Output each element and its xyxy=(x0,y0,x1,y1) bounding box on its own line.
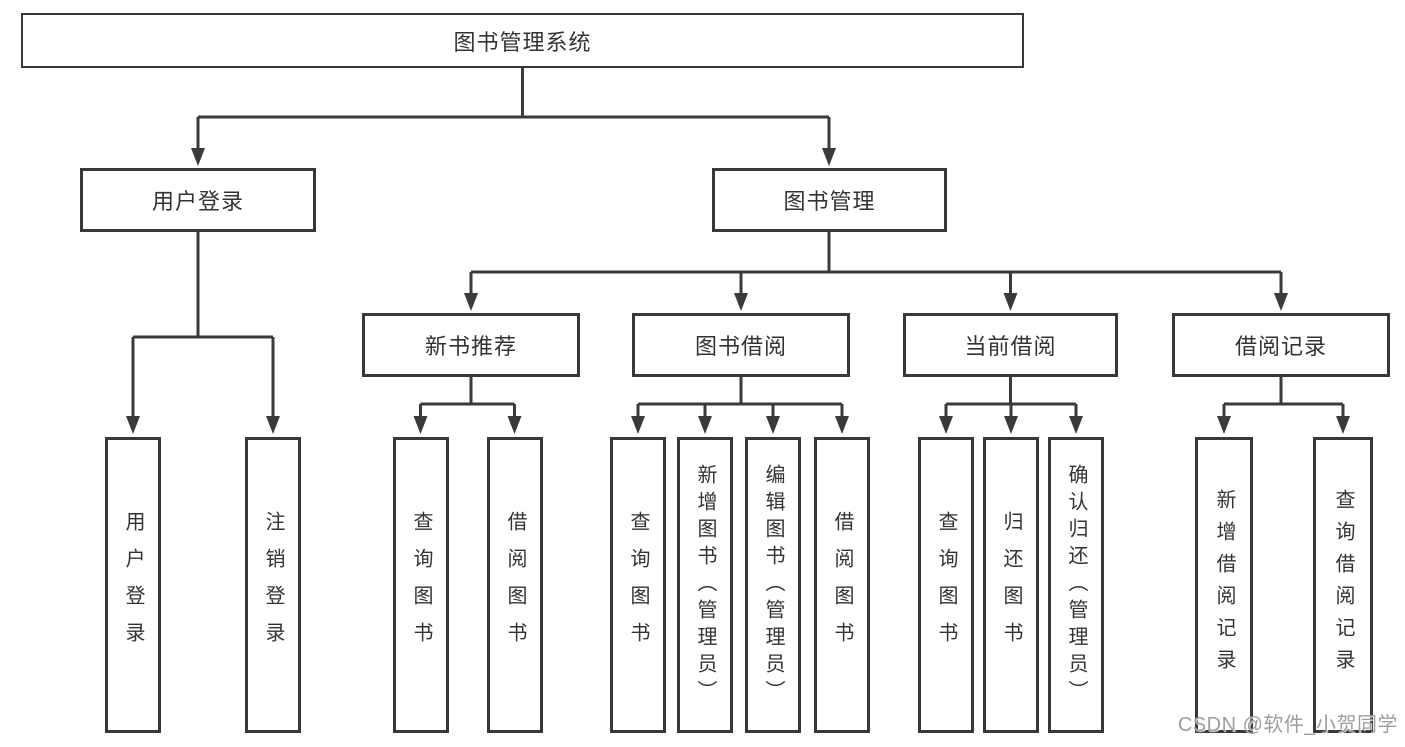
node-label: 借阅记录 xyxy=(1234,334,1327,359)
watermark: CSDN @软件_小贺同学 xyxy=(1177,714,1398,736)
connector-current-borrow-children xyxy=(944,377,1078,418)
node-label: 新增图书（管理员） xyxy=(694,463,716,707)
leaf-add-books-admin: 新增图书（管理员） xyxy=(677,437,733,733)
connector-borrow-record-children xyxy=(1222,377,1345,418)
node-label: 借阅图书 xyxy=(504,511,526,659)
node-label: 图书借阅 xyxy=(694,334,787,359)
node-label: 用户登录 xyxy=(151,189,244,214)
arrow-icon xyxy=(464,293,478,311)
node-label: 查询图书 xyxy=(627,511,649,659)
connector-root-to-level2 xyxy=(196,66,831,150)
node-label: 新增借阅记录 xyxy=(1213,489,1235,681)
leaf-edit-books-admin: 编辑图书（管理员） xyxy=(745,437,801,733)
arrow-icon xyxy=(1004,416,1018,434)
arrow-icon xyxy=(822,148,836,166)
leaf-confirm-return-admin: 确认归还（管理员） xyxy=(1048,437,1104,733)
arrow-icon xyxy=(126,416,140,434)
node-label: 编辑图书（管理员） xyxy=(762,463,784,707)
node-label: 用户登录 xyxy=(122,511,144,659)
node-label: 注销登录 xyxy=(262,511,284,659)
node-book-borrow: 图书借阅 xyxy=(632,313,850,377)
leaf-query-borrow-record: 查询借阅记录 xyxy=(1313,437,1373,733)
arrow-icon xyxy=(939,416,953,434)
leaf-borrow-books-1: 借阅图书 xyxy=(487,437,543,733)
arrow-icon xyxy=(835,416,849,434)
connector-new-book-children xyxy=(419,377,516,418)
node-borrow-record: 借阅记录 xyxy=(1172,313,1390,377)
leaf-add-borrow-record: 新增借阅记录 xyxy=(1195,437,1253,733)
node-label: 归还图书 xyxy=(1000,511,1022,659)
leaf-query-books-1: 查询图书 xyxy=(393,437,449,733)
arrow-icon xyxy=(766,416,780,434)
node-label: 查询借阅记录 xyxy=(1332,489,1354,681)
arrow-icon xyxy=(698,416,712,434)
connector-book-borrow-children xyxy=(636,377,844,418)
leaf-return-books: 归还图书 xyxy=(983,437,1039,733)
leaf-query-books-3: 查询图书 xyxy=(918,437,974,733)
connector-user-login-children xyxy=(131,232,275,418)
node-label: 查询图书 xyxy=(410,511,432,659)
connector-book-management-children xyxy=(469,232,1283,295)
node-label: 当前借阅 xyxy=(964,334,1057,359)
node-user-login: 用户登录 xyxy=(80,168,316,232)
node-label: 新书推荐 xyxy=(424,334,517,359)
arrow-icon xyxy=(413,416,428,434)
arrow-icon xyxy=(191,148,205,166)
leaf-user-login: 用户登录 xyxy=(105,437,161,733)
arrow-icon xyxy=(1336,416,1350,434)
arrow-icon xyxy=(1274,293,1288,311)
arrow-icon xyxy=(1217,416,1231,434)
leaf-logout: 注销登录 xyxy=(245,437,301,733)
node-label: 借阅图书 xyxy=(831,511,853,659)
node-label: 确认归还（管理员） xyxy=(1065,463,1087,707)
arrow-icon xyxy=(266,416,280,434)
arrow-icon xyxy=(631,416,645,434)
arrow-icon xyxy=(1003,293,1018,311)
arrow-icon xyxy=(734,293,748,311)
leaf-query-books-2: 查询图书 xyxy=(610,437,666,733)
node-book-management: 图书管理 xyxy=(712,168,947,232)
node-new-book-recommend: 新书推荐 xyxy=(362,313,580,377)
node-label: 查询图书 xyxy=(935,511,957,659)
node-label: 图书管理系统 xyxy=(453,29,592,55)
leaf-borrow-books-2: 借阅图书 xyxy=(814,437,870,733)
node-current-borrow: 当前借阅 xyxy=(903,313,1118,377)
arrow-icon xyxy=(1069,416,1083,434)
node-library-management-system: 图书管理系统 xyxy=(21,13,1024,68)
node-label: 图书管理 xyxy=(783,189,876,214)
arrow-icon xyxy=(507,416,522,434)
